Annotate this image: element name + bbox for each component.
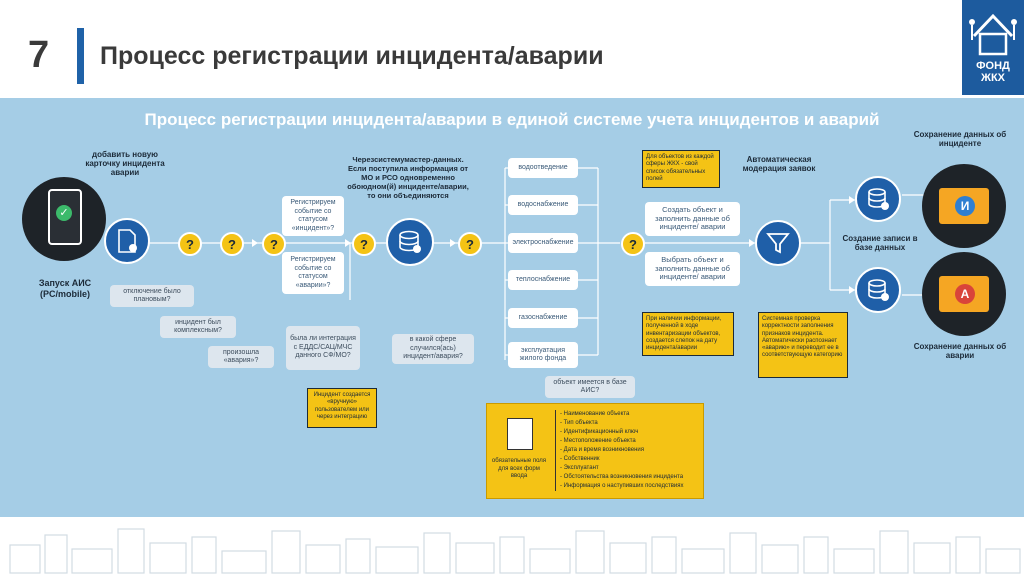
logo-text: ФОНД ЖКХ [976, 60, 1010, 84]
planned-question-box: отключение было плановым? [110, 285, 194, 307]
integration-question-box: была ли интеграция с ЕДДС/САЦ/МЧС данног… [286, 326, 360, 370]
required-fields-list: - Наименование объекта - Тип объекта - И… [555, 410, 705, 491]
database-search-icon [399, 230, 421, 253]
required-fields-panel: обязательные поля для всех форм ввода - … [486, 403, 704, 499]
manual-creation-note: Инцидент создается «вручную» пользовател… [307, 388, 377, 428]
sphere-question-box: в какой сфере случился(ась) инцидент/ава… [392, 334, 474, 364]
question-icon: ? [178, 232, 202, 256]
register-incident-box: Регистрируем событие со статусом «инциде… [282, 196, 344, 236]
required-fields-label: обязательные поля для всех форм ввода [491, 458, 547, 479]
phone-body: ✓ [48, 189, 82, 245]
accident-db-node [855, 267, 901, 313]
question-icon: ? [352, 232, 376, 256]
add-card-label: добавить новую карточку инцидента аварии [85, 150, 165, 177]
required-field: - Дата и время возникновения [560, 447, 644, 453]
required-field: - Собственник [560, 456, 600, 462]
sphere-item: газоснабжение [508, 308, 578, 328]
slide-number: 7 [28, 34, 50, 76]
slide-header: 7 Процесс регистрации инцидента/аварии Ф… [0, 0, 1024, 98]
accident-question-box: произошла «авария»? [208, 346, 274, 368]
launch-label: Запуск АИС (PC/mobile) [38, 278, 92, 299]
slide-title: Процесс регистрации инцидента/аварии [100, 42, 604, 70]
required-field: - Эксплуатант [560, 465, 599, 471]
incident-db-node [855, 176, 901, 222]
add-document-node [104, 218, 150, 264]
master-data-note: Черезсистемумастер-данных. Если поступил… [347, 155, 469, 200]
sphere-item: теплоснабжение [508, 270, 578, 290]
required-field: - Идентификационный ключ [560, 429, 639, 435]
sphere-item: водоснабжение [508, 195, 578, 215]
folder-icon: А [939, 276, 989, 312]
save-accident-label: Сохранение данных об аварии [913, 342, 1007, 360]
object-question-box: объект имеется в базе АИС? [545, 376, 635, 398]
create-object-box: Создать объект и заполнить данные об инц… [645, 202, 740, 236]
register-accident-box: Регистрируем событие со статусом «аварии… [282, 252, 344, 294]
cityscape-decoration-icon [9, 528, 1021, 574]
required-field: - Тип объекта [560, 420, 598, 426]
accident-badge: А [955, 284, 975, 304]
filter-icon [766, 233, 790, 254]
complex-question-box: инцидент был комплексным? [160, 316, 236, 338]
sphere-item: эксплуатация жилого фонда [508, 342, 578, 368]
database-add-icon [868, 188, 889, 210]
required-field: - Местоположение объекта [560, 438, 636, 444]
check-icon: ✓ [56, 205, 72, 221]
house-logo-icon [969, 13, 1017, 56]
select-object-box: Выбрать объект и заполнить данные об инц… [645, 252, 740, 286]
moderation-check-note: Системная проверка корректности заполнен… [758, 312, 848, 378]
fond-zhkh-logo: ФОНД ЖКХ [962, 0, 1024, 95]
required-field: - Обстоятельства возникновения инцидента [560, 474, 684, 480]
form-document-icon [507, 418, 533, 450]
database-search-node [386, 218, 434, 266]
add-document-icon [118, 229, 137, 253]
incident-folder-node: И [922, 164, 1006, 248]
database-add-icon [868, 279, 889, 301]
inventory-info-note: При наличии информации, полученной в ход… [642, 312, 734, 356]
question-icon: ? [621, 232, 645, 256]
moderation-filter-node [755, 220, 801, 266]
folder-icon: И [939, 188, 989, 224]
footer-strip [0, 517, 1024, 574]
save-incident-label: Сохранение данных об инциденте [913, 130, 1007, 148]
auto-moderation-label: Автоматическая модерация заявок [742, 155, 816, 173]
question-icon: ? [220, 232, 244, 256]
create-records-label: Создание записи в базе данных [842, 234, 918, 252]
sphere-item: водоотведение [508, 158, 578, 178]
title-accent-bar [77, 28, 84, 84]
required-field: - Информация о наступивших последствиях [560, 483, 684, 489]
sphere-item: электроснабжение [508, 233, 578, 253]
incident-badge: И [955, 196, 975, 216]
accident-folder-node: А [922, 252, 1006, 336]
question-icon: ? [262, 232, 286, 256]
phone-illustration: ✓ [22, 177, 106, 261]
question-icon: ? [458, 232, 482, 256]
diagram-title: Процесс регистрации инцидента/аварии в е… [144, 110, 880, 129]
required-field: - Наименование объекта [560, 411, 630, 417]
object-fields-note: Для объектов из каждой сферы ЖКХ - свой … [642, 150, 720, 188]
